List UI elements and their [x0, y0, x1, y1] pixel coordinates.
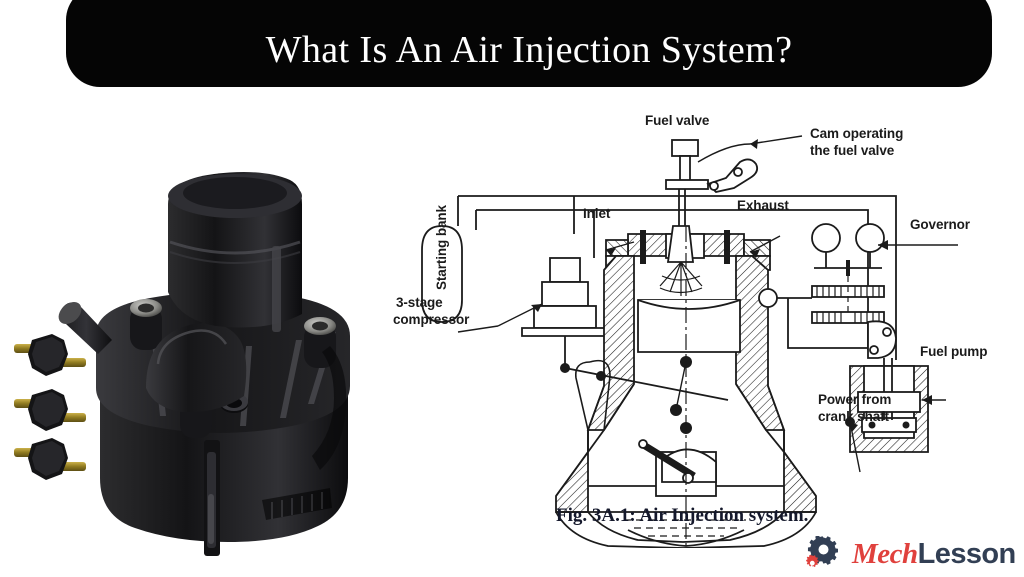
label-exhaust: Exhaust — [737, 198, 789, 213]
title-banner: What Is An Air Injection System? — [66, 0, 992, 87]
logo-text-mech: Mech — [852, 537, 918, 570]
label-inlet: Inlet — [583, 206, 611, 221]
label-compressor-line1: 3-stage — [396, 295, 443, 310]
gear-icon — [806, 535, 854, 572]
air-check-valve-3 — [14, 438, 86, 480]
logo-wordmark: MechLesson — [852, 537, 1017, 570]
air-check-valve-2 — [14, 389, 86, 431]
label-power-line1: Power from — [818, 392, 892, 407]
label-power-line2: crank shaft — [818, 409, 889, 424]
mechlesson-logo[interactable]: MechLesson — [806, 534, 1016, 574]
page-title: What Is An Air Injection System? — [265, 29, 793, 71]
air-injection-system-diagram — [398, 100, 1024, 548]
logo-text-lesson: Lesson — [917, 537, 1017, 570]
label-compressor-line2: compressor — [393, 312, 470, 327]
label-governor: Governor — [910, 217, 970, 232]
label-fuel-valve: Fuel valve — [645, 113, 710, 128]
product-photo — [0, 96, 400, 556]
air-check-valve-1 — [14, 334, 86, 376]
label-fuel-pump: Fuel pump — [920, 344, 988, 359]
label-cam-operating-line2: the fuel valve — [810, 143, 895, 158]
figure-caption: Fig. 3A.1: Air Injection system. — [556, 505, 809, 526]
label-cam-operating-line1: Cam operating — [810, 126, 904, 141]
air-pump-body — [58, 172, 350, 556]
label-starting-bank: Starting bank — [434, 205, 449, 290]
